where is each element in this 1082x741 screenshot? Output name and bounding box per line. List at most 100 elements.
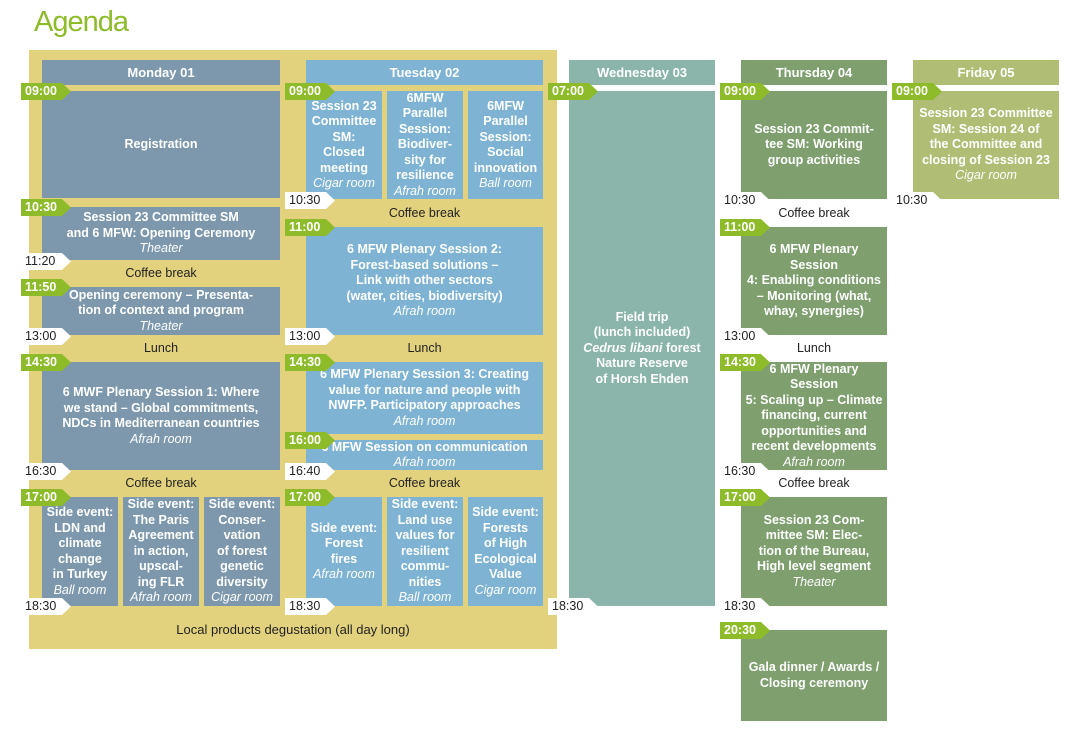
- time-start: 07:00: [548, 83, 598, 100]
- break-lunch: Lunch: [143, 341, 179, 355]
- session-title-line: (water, cities, biodiversity): [346, 288, 503, 303]
- session-title-line: High level segment: [757, 559, 871, 574]
- room-label: Cigar room: [211, 590, 273, 605]
- time-start: 09:00: [21, 83, 71, 100]
- session-title-text: forest: [662, 340, 701, 355]
- room-label: Cigar room: [313, 176, 375, 190]
- session-title-line: Field trip: [615, 309, 669, 324]
- session-title-line: innovation: [473, 160, 538, 175]
- time-end: 10:30: [285, 192, 335, 209]
- session-election: Session 23 Com- mittee SM: Elec- tion of…: [741, 497, 887, 606]
- session-title-line: Forests: [482, 520, 529, 535]
- session-title-line: Cedrus libani forest: [583, 341, 700, 357]
- session-title-line: Gala dinner / Awards /: [748, 660, 880, 674]
- session-title-line: Closing ceremony: [759, 675, 869, 690]
- session-title-line: Side event:: [310, 520, 378, 535]
- session-title-line: Forest fires: [324, 536, 364, 566]
- time-end: 10:30: [892, 192, 942, 209]
- room-label: Ball room: [53, 582, 107, 597]
- room-label: Ball room: [479, 176, 532, 190]
- time-start: 09:00: [285, 83, 335, 100]
- session-title-line: ing FLR: [137, 574, 185, 589]
- session-title-line: of Horsh Ehden: [595, 371, 689, 386]
- session-title-line: Session 23 Commit-: [754, 121, 874, 136]
- room-label: Afrah room: [130, 590, 192, 605]
- session-title: Registration: [124, 136, 198, 151]
- session-title-line: Session:: [398, 121, 452, 136]
- side-event-hcv-forests: Side event: Forests of High Ecological V…: [468, 497, 543, 606]
- session-title-line: The Paris: [132, 512, 190, 527]
- session-title-line: we stand – Global commitments,: [63, 400, 259, 415]
- session-title-line: closing of Session 23: [922, 152, 1050, 167]
- session-title-line: meeting: [320, 160, 368, 175]
- session-registration: Registration: [42, 91, 280, 198]
- session-title-line: resilient: [401, 543, 449, 558]
- time-start: 17:00: [720, 489, 770, 506]
- session-context: Opening ceremony – Presenta- tion of con…: [42, 287, 280, 335]
- page-title: Agenda: [34, 6, 129, 38]
- session-title-line: diversity: [216, 574, 268, 589]
- time-end: 13:00: [285, 328, 335, 345]
- session-title-line: Agreement: [128, 528, 194, 543]
- session-title-line: Value: [489, 567, 522, 581]
- side-event-forest-fires: Side event: Forest fires Afrah room: [306, 497, 382, 606]
- session-communication: 6 MFW Session on communication Afrah roo…: [306, 440, 543, 470]
- session-title-line: of forest: [217, 543, 267, 558]
- session-title-line: 4: Enabling conditions: [746, 273, 882, 288]
- session-title-line: mittee SM: Elec-: [765, 528, 863, 543]
- session-title-line: of High: [483, 536, 528, 550]
- session-gala-dinner: Gala dinner / Awards / Closing ceremony: [741, 630, 887, 721]
- time-end: 18:30: [548, 598, 598, 615]
- session-title-line: 6 MFW Plenary Session 3: Creating: [319, 367, 530, 381]
- session-plenary-2: 6 MFW Plenary Session 2: Forest-based so…: [306, 227, 543, 335]
- session-title-line: NWFP. Participatory approaches: [328, 398, 521, 412]
- time-start: 16:00: [285, 432, 335, 449]
- session-title-line: opportunities and: [761, 423, 867, 438]
- time-start: 11:50: [21, 279, 71, 296]
- time-start: 14:30: [285, 354, 335, 371]
- break-coffee: Coffee break: [388, 206, 461, 220]
- session-title-line: Ecological: [474, 551, 537, 566]
- time-end: 10:30: [720, 192, 770, 209]
- room-label: Ball room: [398, 590, 452, 605]
- side-event-land-use: Side event: Land use values for resilien…: [387, 497, 463, 606]
- session-plenary-5: 6 MFW Plenary Session 5: Scaling up – Cl…: [741, 362, 887, 470]
- room-label: Theater: [139, 318, 183, 333]
- session-title-line: 6MFW: [406, 90, 444, 105]
- session-biodiversity: 6MFW Parallel Session: Biodiver- sity fo…: [387, 91, 463, 199]
- session-title-line: whay, synergies): [764, 304, 864, 319]
- session-title-line: Session 23 Committee SM: [83, 210, 239, 225]
- time-end: 13:00: [21, 328, 71, 345]
- session-title-line: 6MFW: [487, 98, 524, 113]
- day-header-thursday: Thursday 04: [741, 60, 887, 85]
- session-title-line: sity for: [404, 152, 446, 167]
- session-23-closed: Session 23 Committee SM: Closed meeting …: [306, 91, 382, 199]
- session-title-line: nities: [408, 574, 442, 589]
- time-start: 14:30: [720, 354, 770, 371]
- session-title-line: 6 MFW Plenary Session: [769, 361, 859, 392]
- session-title-line: 6 MFW Plenary Session: [769, 242, 859, 272]
- session-title-line: Social: [487, 145, 524, 159]
- session-title-line: Land use: [397, 512, 453, 527]
- session-title-line: 5: Scaling up – Climate: [745, 392, 883, 407]
- session-title-line: resilience: [396, 168, 454, 183]
- time-end: 18:30: [720, 598, 770, 615]
- session-title-line: 6 MWF Plenary Session 1: Where: [62, 385, 260, 399]
- room-label: Theater: [792, 574, 836, 589]
- session-title-line: (lunch included): [593, 325, 691, 340]
- session-title-line: vation: [223, 528, 261, 543]
- session-title-line: Committee: [311, 114, 377, 128]
- footer-note: Local products degustation (all day long…: [176, 622, 410, 637]
- room-label: Theater: [139, 241, 183, 256]
- session-title-line: recent developments: [751, 439, 877, 454]
- session-title-line: group activities: [767, 152, 861, 167]
- session-title-line: LDN and: [54, 520, 106, 535]
- room-label: Afrah room: [393, 413, 456, 428]
- time-start: 20:30: [720, 622, 770, 639]
- break-coffee: Coffee break: [125, 266, 197, 280]
- session-plenary-3: 6 MFW Plenary Session 3: Creating value …: [306, 362, 543, 434]
- room-label: Afrah room: [783, 454, 845, 469]
- session-title-line: and 6 MFW: Opening Ceremony: [66, 225, 256, 240]
- session-title-line: tee SM: Working: [765, 137, 863, 152]
- session-title-line: financing, current: [761, 408, 867, 423]
